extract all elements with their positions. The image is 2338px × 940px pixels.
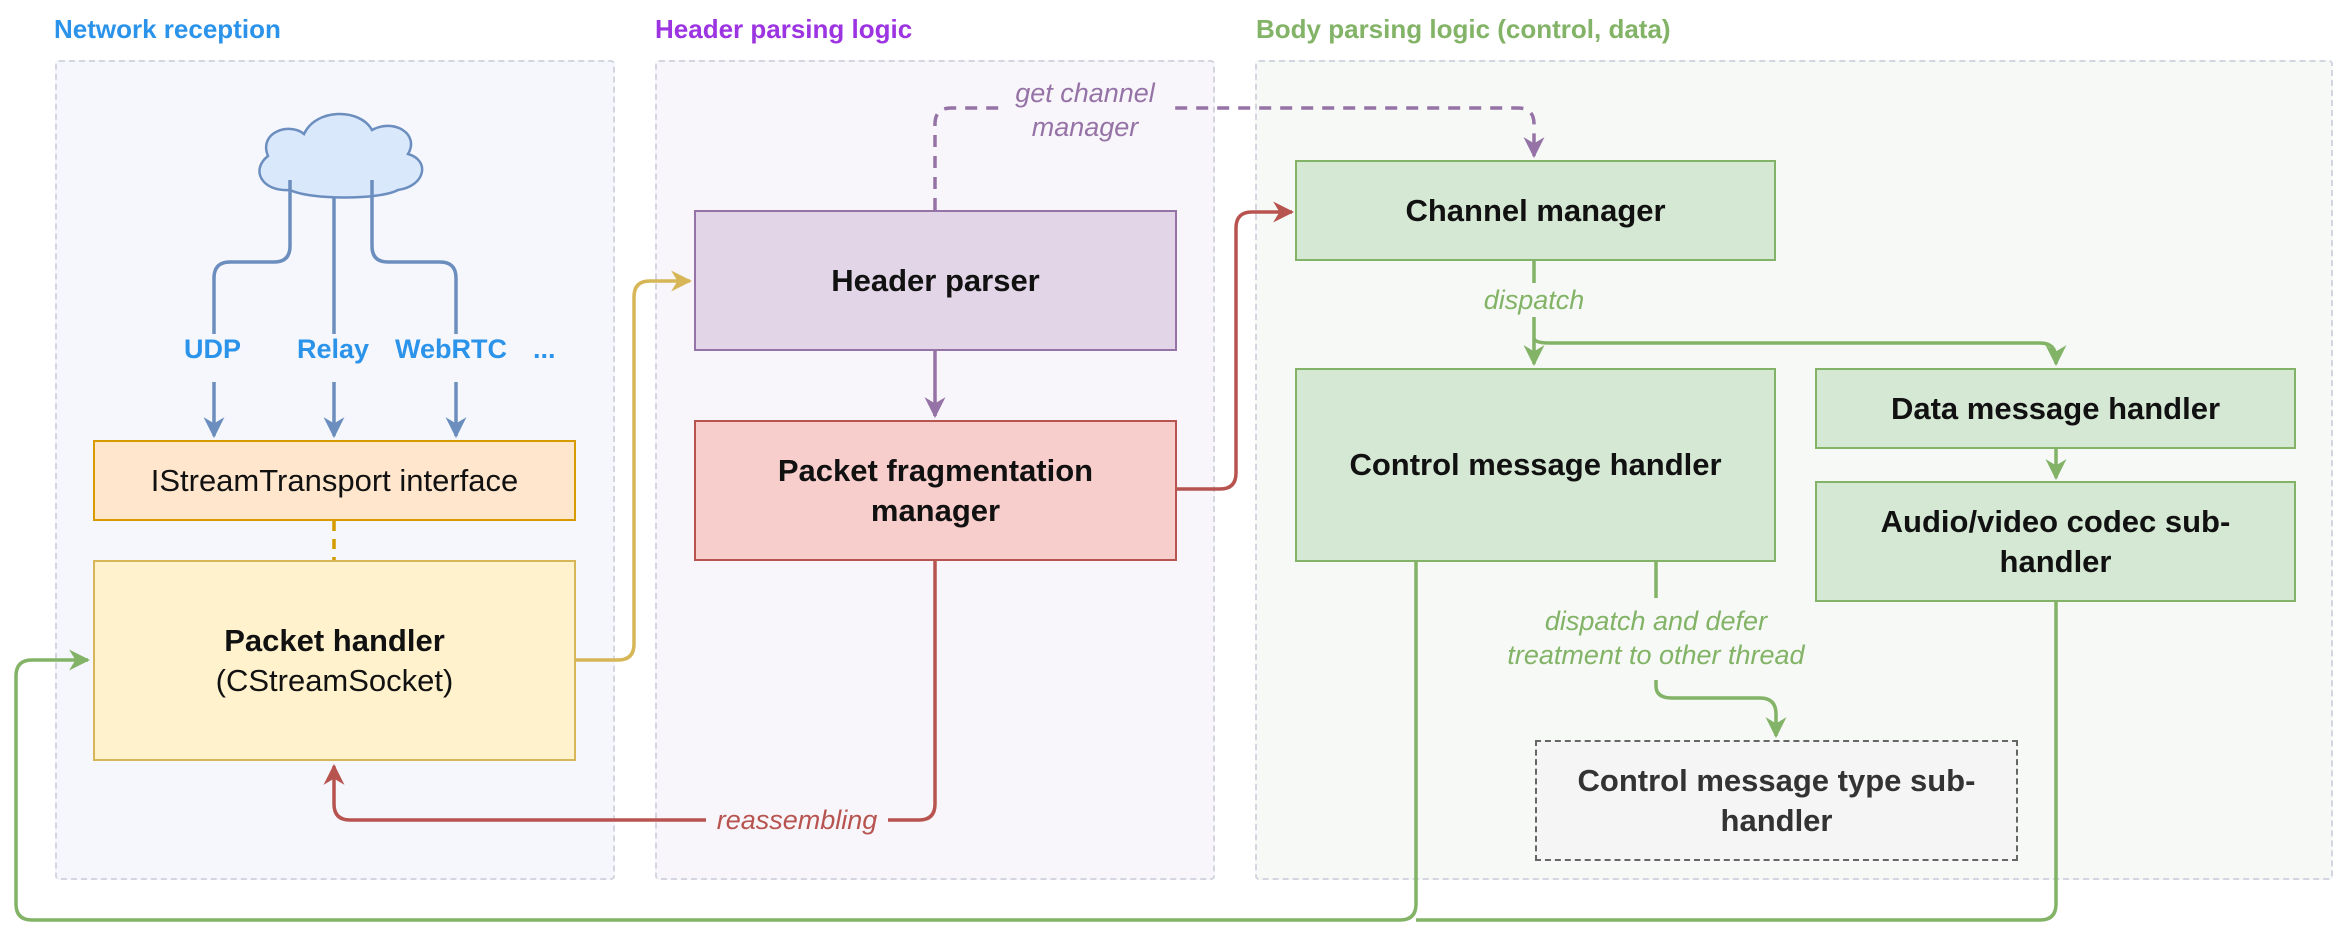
control-message-handler-box: Control message handler — [1295, 368, 1776, 562]
get-channel-manager-arrow — [933, 106, 1545, 210]
control-message-handler-label: Control message handler — [1349, 447, 1722, 482]
control-type-subhandler-box: Control message type sub- handler — [1535, 740, 2018, 861]
codec-subhandler-box: Audio/video codec sub- handler — [1815, 481, 2296, 602]
fragmentation-manager-line-1: Packet fragmentation — [777, 452, 1094, 488]
protocol-relay-label: Relay — [297, 334, 370, 364]
transport-interface-label: IStreamTransport interface — [150, 462, 519, 498]
fragmentation-manager-line-2: manager — [870, 492, 1001, 528]
dispatch-to-data-arrow — [1532, 337, 2067, 367]
channel-manager-box: Channel manager — [1295, 160, 1776, 261]
dispatch-label: dispatch — [1474, 283, 1594, 317]
codec-subhandler-line-1: Audio/video codec sub- — [1880, 503, 2231, 539]
protocol-more-label: ... — [533, 334, 556, 364]
body-parsing-title: Body parsing logic (control, data) — [1256, 14, 1671, 44]
protocol-webrtc-label: WebRTC — [395, 334, 507, 364]
fragmentation-to-channel-arrow — [1176, 201, 1295, 491]
get-channel-manager-label-line-1: get channel — [1015, 78, 1155, 108]
header-parsing-title: Header parsing logic — [655, 14, 913, 44]
dispatch-defer-label: dispatch and defer treatment to other th… — [1486, 604, 1826, 672]
protocol-udp-label: UDP — [184, 334, 242, 364]
control-type-subhandler-line-1: Control message type sub- — [1577, 762, 1976, 798]
dispatch-defer-label-line-1: dispatch and defer — [1544, 606, 1768, 636]
control-return-arrow — [14, 562, 1418, 922]
control-type-subhandler-line-2: handler — [1720, 802, 1833, 838]
network-reception-title: Network reception — [54, 14, 281, 44]
reassembling-label: reassembling — [706, 803, 888, 837]
handler-to-parser-arrow — [575, 270, 693, 662]
control-to-type-arrow — [1654, 680, 1787, 739]
codec-return-line — [1416, 602, 2058, 922]
header-parser-label: Header parser — [831, 262, 1040, 298]
packet-handler-title: Packet handler — [224, 622, 445, 658]
codec-subhandler-line-2: handler — [1999, 543, 2112, 579]
get-channel-manager-label-line-2: manager — [1031, 112, 1139, 142]
get-channel-manager-label: get channel manager — [1000, 76, 1170, 144]
transport-interface-box: IStreamTransport interface — [93, 440, 576, 521]
reassembling-arrow — [323, 560, 937, 822]
cloud-to-webrtc-line — [370, 180, 458, 334]
header-parser-box: Header parser — [694, 210, 1177, 351]
fragmentation-manager-box: Packet fragmentation manager — [694, 420, 1177, 561]
cloud-icon — [258, 112, 424, 199]
packet-handler-subtitle: (CStreamSocket) — [215, 662, 454, 698]
data-message-handler-box: Data message handler — [1815, 368, 2296, 449]
dispatch-defer-label-line-2: treatment to other thread — [1507, 640, 1805, 670]
data-message-handler-label: Data message handler — [1890, 390, 2221, 426]
packet-handler-box: Packet handler (CStreamSocket) — [93, 560, 576, 761]
cloud-to-udp-line — [212, 180, 292, 334]
channel-manager-label: Channel manager — [1405, 192, 1666, 228]
